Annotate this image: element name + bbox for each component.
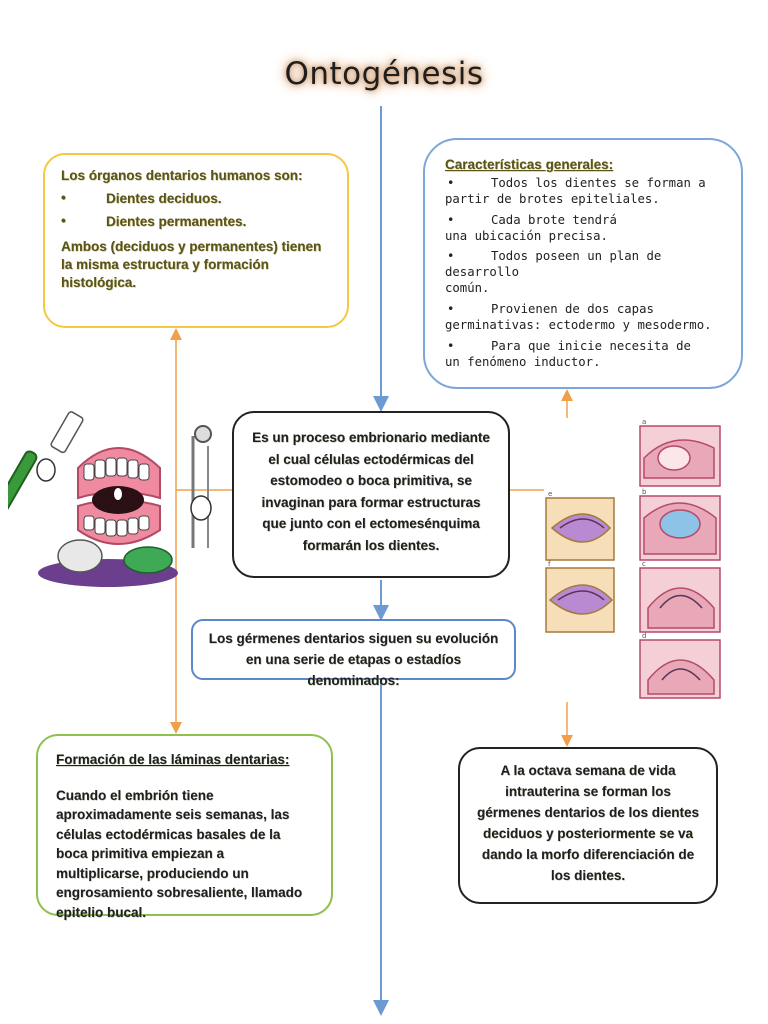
svg-text:e: e xyxy=(548,490,552,498)
svg-text:c: c xyxy=(642,560,646,568)
laminas-heading: Formación de las láminas dentarias: xyxy=(56,752,290,767)
svg-text:b: b xyxy=(642,488,647,496)
svg-text:d: d xyxy=(642,632,646,640)
page-title: Ontogénesis xyxy=(284,56,484,92)
toothbrush-icon xyxy=(8,411,84,559)
organos-box: Los órganos dentarios humanos son: Dient… xyxy=(43,153,349,328)
organos-note: Ambos (deciduos y permanentes) tienen la… xyxy=(61,238,322,291)
organos-intro: Los órganos dentarios humanos son: xyxy=(61,168,303,183)
definicion-box: Es un proceso embrionario mediante el cu… xyxy=(232,411,510,578)
caracteristicas-box: Características generales: Todos los die… xyxy=(423,138,743,389)
list-item: Dientes permanentes. xyxy=(61,212,331,231)
germenes-box: Los gérmenes dentarios siguen su evoluci… xyxy=(191,619,516,688)
octava-semana-box: A la octava semana de vida intrauterina … xyxy=(458,747,718,904)
organos-list: Dientes deciduos. Dientes permanentes. xyxy=(61,189,331,231)
dental-mirror-icon xyxy=(190,425,212,548)
list-item: Dientes deciduos. xyxy=(61,189,331,208)
laminas-box: Formación de las láminas dentarias: Cuan… xyxy=(36,734,333,920)
caracteristicas-heading: Características generales: xyxy=(445,157,614,172)
tooth-development-histology-image: a b c d e f xyxy=(544,418,754,702)
svg-text:f: f xyxy=(548,560,551,568)
laminas-text: Cuando el embrión tiene aproximadamente … xyxy=(56,787,303,920)
svg-text:a: a xyxy=(642,418,646,426)
denture-mascot-illustration xyxy=(8,411,212,587)
denture-icon xyxy=(77,447,161,545)
